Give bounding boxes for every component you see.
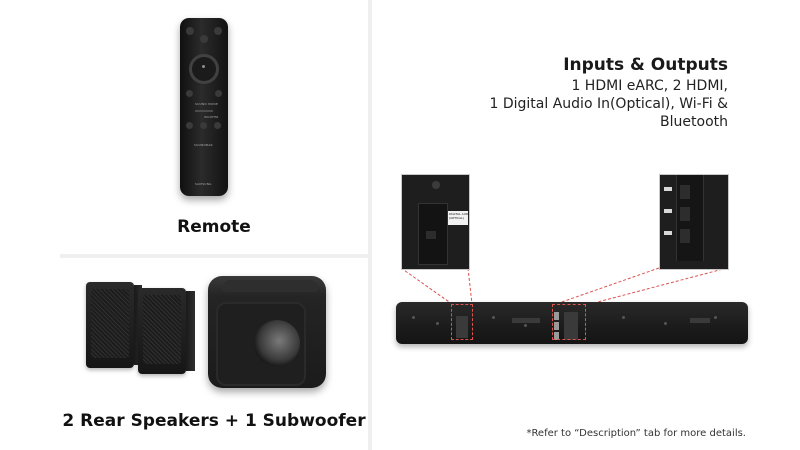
remote-button xyxy=(200,122,207,129)
speakers-label: 2 Rear Speakers + 1 Subwoofer xyxy=(62,411,366,431)
hdmi-label-1 xyxy=(664,187,672,191)
mount-hole xyxy=(492,316,495,319)
hdmi-label-2 xyxy=(554,322,559,330)
soundbar-back-image xyxy=(396,302,748,344)
description-note: *Refer to “Description” tab for more det… xyxy=(526,428,746,439)
connector-line xyxy=(467,267,473,305)
subwoofer-image xyxy=(208,276,326,388)
inputs-outputs-line-2: 1 Digital Audio In(Optical), Wi-Fi & xyxy=(489,96,729,112)
remote-button xyxy=(200,35,208,43)
mount-hole xyxy=(436,322,439,325)
subwoofer-driver-port xyxy=(254,320,300,366)
remote-button xyxy=(186,27,194,35)
remote-button xyxy=(186,122,193,129)
hdmi-highlight xyxy=(552,304,586,340)
vertical-divider xyxy=(368,0,372,450)
optical-port xyxy=(426,231,436,239)
vent-slot xyxy=(690,318,710,323)
inputs-outputs-title: Inputs & Outputs xyxy=(563,55,728,75)
remote-control-image: SOUND MODE WOOFER SOUNDBAR SAMSUNG xyxy=(180,18,228,196)
remote-navigation-ring xyxy=(189,54,219,84)
mount-hole xyxy=(622,316,625,319)
mount-hole xyxy=(714,316,717,319)
connector-line xyxy=(589,267,728,305)
zoom-optical-port: DIGITAL AUDIO IN (OPTICAL) xyxy=(401,174,470,270)
vent-slot xyxy=(512,318,540,323)
remote-rocker xyxy=(195,110,213,112)
mount-hole xyxy=(524,324,527,327)
subwoofer-top xyxy=(222,280,318,292)
zoom-hdmi-ports xyxy=(659,174,729,270)
remote-label-soundbar: SOUNDBAR xyxy=(194,143,213,147)
remote-label: Remote xyxy=(177,217,251,237)
remote-button xyxy=(214,122,221,129)
hdmi-port-2 xyxy=(680,207,690,221)
subwoofer-front xyxy=(216,302,306,386)
remote-button xyxy=(214,27,222,35)
remote-button xyxy=(215,90,222,97)
hdmi-label-2 xyxy=(664,209,672,213)
connector-line xyxy=(400,267,453,305)
connector-line xyxy=(555,267,660,305)
rear-speaker-right-side xyxy=(186,291,195,371)
rear-speaker-left-image xyxy=(86,282,134,368)
mount-hole xyxy=(664,322,667,325)
remote-brand-logo: SAMSUNG xyxy=(195,182,212,186)
remote-button xyxy=(186,90,193,97)
rear-speaker-right-image xyxy=(138,288,186,374)
remote-label-sound-mode: SOUND MODE xyxy=(195,102,219,106)
horizontal-divider xyxy=(60,254,368,258)
hdmi-port-recess xyxy=(564,312,578,340)
hdmi-port-1 xyxy=(680,185,690,199)
remote-center-dot xyxy=(202,65,205,68)
remote-label-woofer: WOOFER xyxy=(204,115,219,119)
hdmi-label-3 xyxy=(554,332,559,340)
hdmi-port-3 xyxy=(680,229,690,243)
inputs-outputs-line-1: 1 HDMI eARC, 2 HDMI, xyxy=(571,78,728,94)
inputs-outputs-line-3: Bluetooth xyxy=(660,114,728,130)
optical-highlight xyxy=(451,304,473,340)
optical-port-recess xyxy=(456,316,468,338)
hdmi-label-3 xyxy=(664,231,672,235)
hdmi-label-1 xyxy=(554,312,559,320)
optical-port-label: DIGITAL AUDIO IN (OPTICAL) xyxy=(448,211,469,225)
mount-hole xyxy=(412,316,415,319)
mount-hole xyxy=(432,181,440,189)
